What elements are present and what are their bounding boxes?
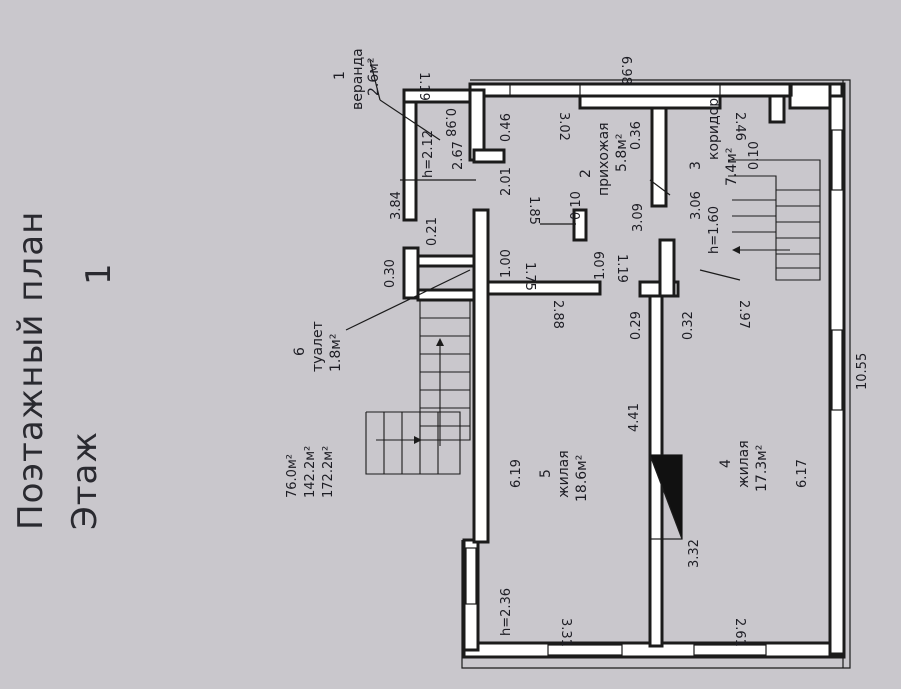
dim-0-46: 0.46 — [499, 113, 514, 142]
dim-0-30: 0.30 — [383, 259, 398, 288]
wall-top — [468, 82, 844, 98]
dim-3-02: 3.02 — [556, 112, 571, 141]
room6-number: 6 — [292, 347, 308, 356]
dim-2-61: 2.61 — [732, 618, 747, 647]
title-line2: Этаж — [65, 431, 105, 530]
dim-1-85: 1.85 — [526, 196, 541, 225]
wall-veranda-top — [402, 88, 472, 104]
dim-2-46: 2.46 — [732, 112, 747, 141]
room4-name: жилая — [736, 440, 752, 488]
windows — [465, 83, 843, 656]
dim-4-41: 4.41 — [627, 403, 642, 432]
wall-left-lower — [462, 538, 480, 652]
dim-1-09: 1.09 — [593, 251, 608, 280]
wall-column-vertical — [658, 238, 676, 298]
dim-overall-depth: 6.98 — [618, 56, 633, 85]
height-veranda: h=2.12 — [421, 130, 436, 178]
area-summary: 76.0м² 142.2м² 172.2м² — [285, 446, 336, 498]
area-summary-2: 142.2м² — [303, 446, 318, 498]
dim-0-32: 0.32 — [681, 311, 696, 340]
dim-3-06: 3.06 — [689, 191, 704, 220]
wall-toilet-top — [416, 254, 476, 268]
room2-number: 2 — [578, 169, 594, 178]
room5-number: 5 — [538, 469, 554, 478]
stove — [649, 454, 683, 540]
floor-number: 1 — [79, 262, 119, 285]
room3-name: коридор — [706, 98, 722, 160]
dim-3-31: 3.31 — [558, 618, 573, 647]
area-summary-1: 76.0м² — [285, 454, 300, 498]
room2-area: 5.8м² — [614, 134, 630, 172]
room6-area: 1.8м² — [328, 334, 344, 372]
wall-top-inner — [578, 94, 722, 110]
room5-name: жилая — [556, 450, 572, 498]
wall-veranda-bottom — [472, 148, 506, 164]
dim-0-29: 0.29 — [629, 311, 644, 340]
room1-name: веранда — [350, 48, 366, 110]
dim-2-97: 2.97 — [736, 300, 751, 329]
room3-number: 3 — [688, 161, 704, 170]
title-line1: Поэтажный план — [11, 211, 51, 530]
dimension-labels: 10.55 3.84 2.67 0.21 0.30 2.01 0.46 0.36… — [383, 113, 870, 568]
room-labels: 1 веранда 2.6м² 2 прихожая 5.8м² 3 корид… — [292, 48, 770, 502]
room3-area: 7.4м² — [724, 148, 740, 186]
interior-stairs — [728, 159, 821, 281]
dim-0-21: 0.21 — [425, 217, 440, 246]
wall-corner — [788, 82, 832, 110]
height-labels: h=2.12 h=1.60 h=2.36 — [421, 130, 722, 636]
room1-area: 2.6м² — [366, 58, 382, 96]
height-corridor: h=1.60 — [707, 206, 722, 254]
dim-2-01: 2.01 — [499, 167, 514, 196]
height-room5: h=2.36 — [499, 588, 514, 636]
plan-title: Поэтажный план Этаж 1 — [11, 211, 119, 530]
dim-overall-width: 10.55 — [855, 353, 870, 390]
dim-veranda-top: 1.19 — [416, 72, 431, 101]
wall-room5-left — [472, 208, 490, 544]
leader-lines — [345, 59, 741, 331]
dim-veranda-side: 0.98 — [442, 108, 457, 137]
walls — [402, 82, 846, 659]
dim-1-75: 1.75 — [522, 262, 537, 291]
dim-1-00: 1.00 — [499, 249, 514, 278]
wall-corridor-right — [768, 94, 786, 124]
dim-3-84: 3.84 — [389, 191, 404, 220]
room2-name: прихожая — [596, 122, 612, 196]
dimension-labels-flipped: 6.98 1.19 0.98 3.02 2.46 1.85 1.75 1.19 … — [416, 56, 751, 647]
dim-0-10b: 0.10 — [747, 141, 762, 170]
area-summary-3: 172.2м² — [321, 446, 336, 498]
dim-0-10a: 0.10 — [569, 191, 584, 220]
wall-hall-bottom — [486, 280, 602, 296]
room5-area: 18.6м² — [574, 455, 590, 502]
dim-6-19: 6.19 — [509, 459, 524, 488]
dim-3-32: 3.32 — [687, 539, 702, 568]
room6-name: туалет — [310, 321, 326, 372]
room4-number: 4 — [718, 459, 734, 468]
dim-1-19b: 1.19 — [614, 254, 629, 283]
dim-0-36: 0.36 — [629, 121, 644, 150]
dim-6-17: 6.17 — [795, 459, 810, 488]
dim-2-88: 2.88 — [550, 300, 565, 329]
wall-corridor — [650, 94, 668, 208]
wall-hall-inner — [572, 208, 588, 242]
dim-3-09: 3.09 — [631, 203, 646, 232]
wall-toilet-left — [402, 246, 420, 300]
room1-number: 1 — [332, 71, 348, 80]
dim-2-67: 2.67 — [451, 141, 466, 170]
wall-veranda-left — [402, 88, 418, 222]
room4-area: 17.3м² — [754, 445, 770, 492]
exterior-stairs — [365, 299, 471, 475]
